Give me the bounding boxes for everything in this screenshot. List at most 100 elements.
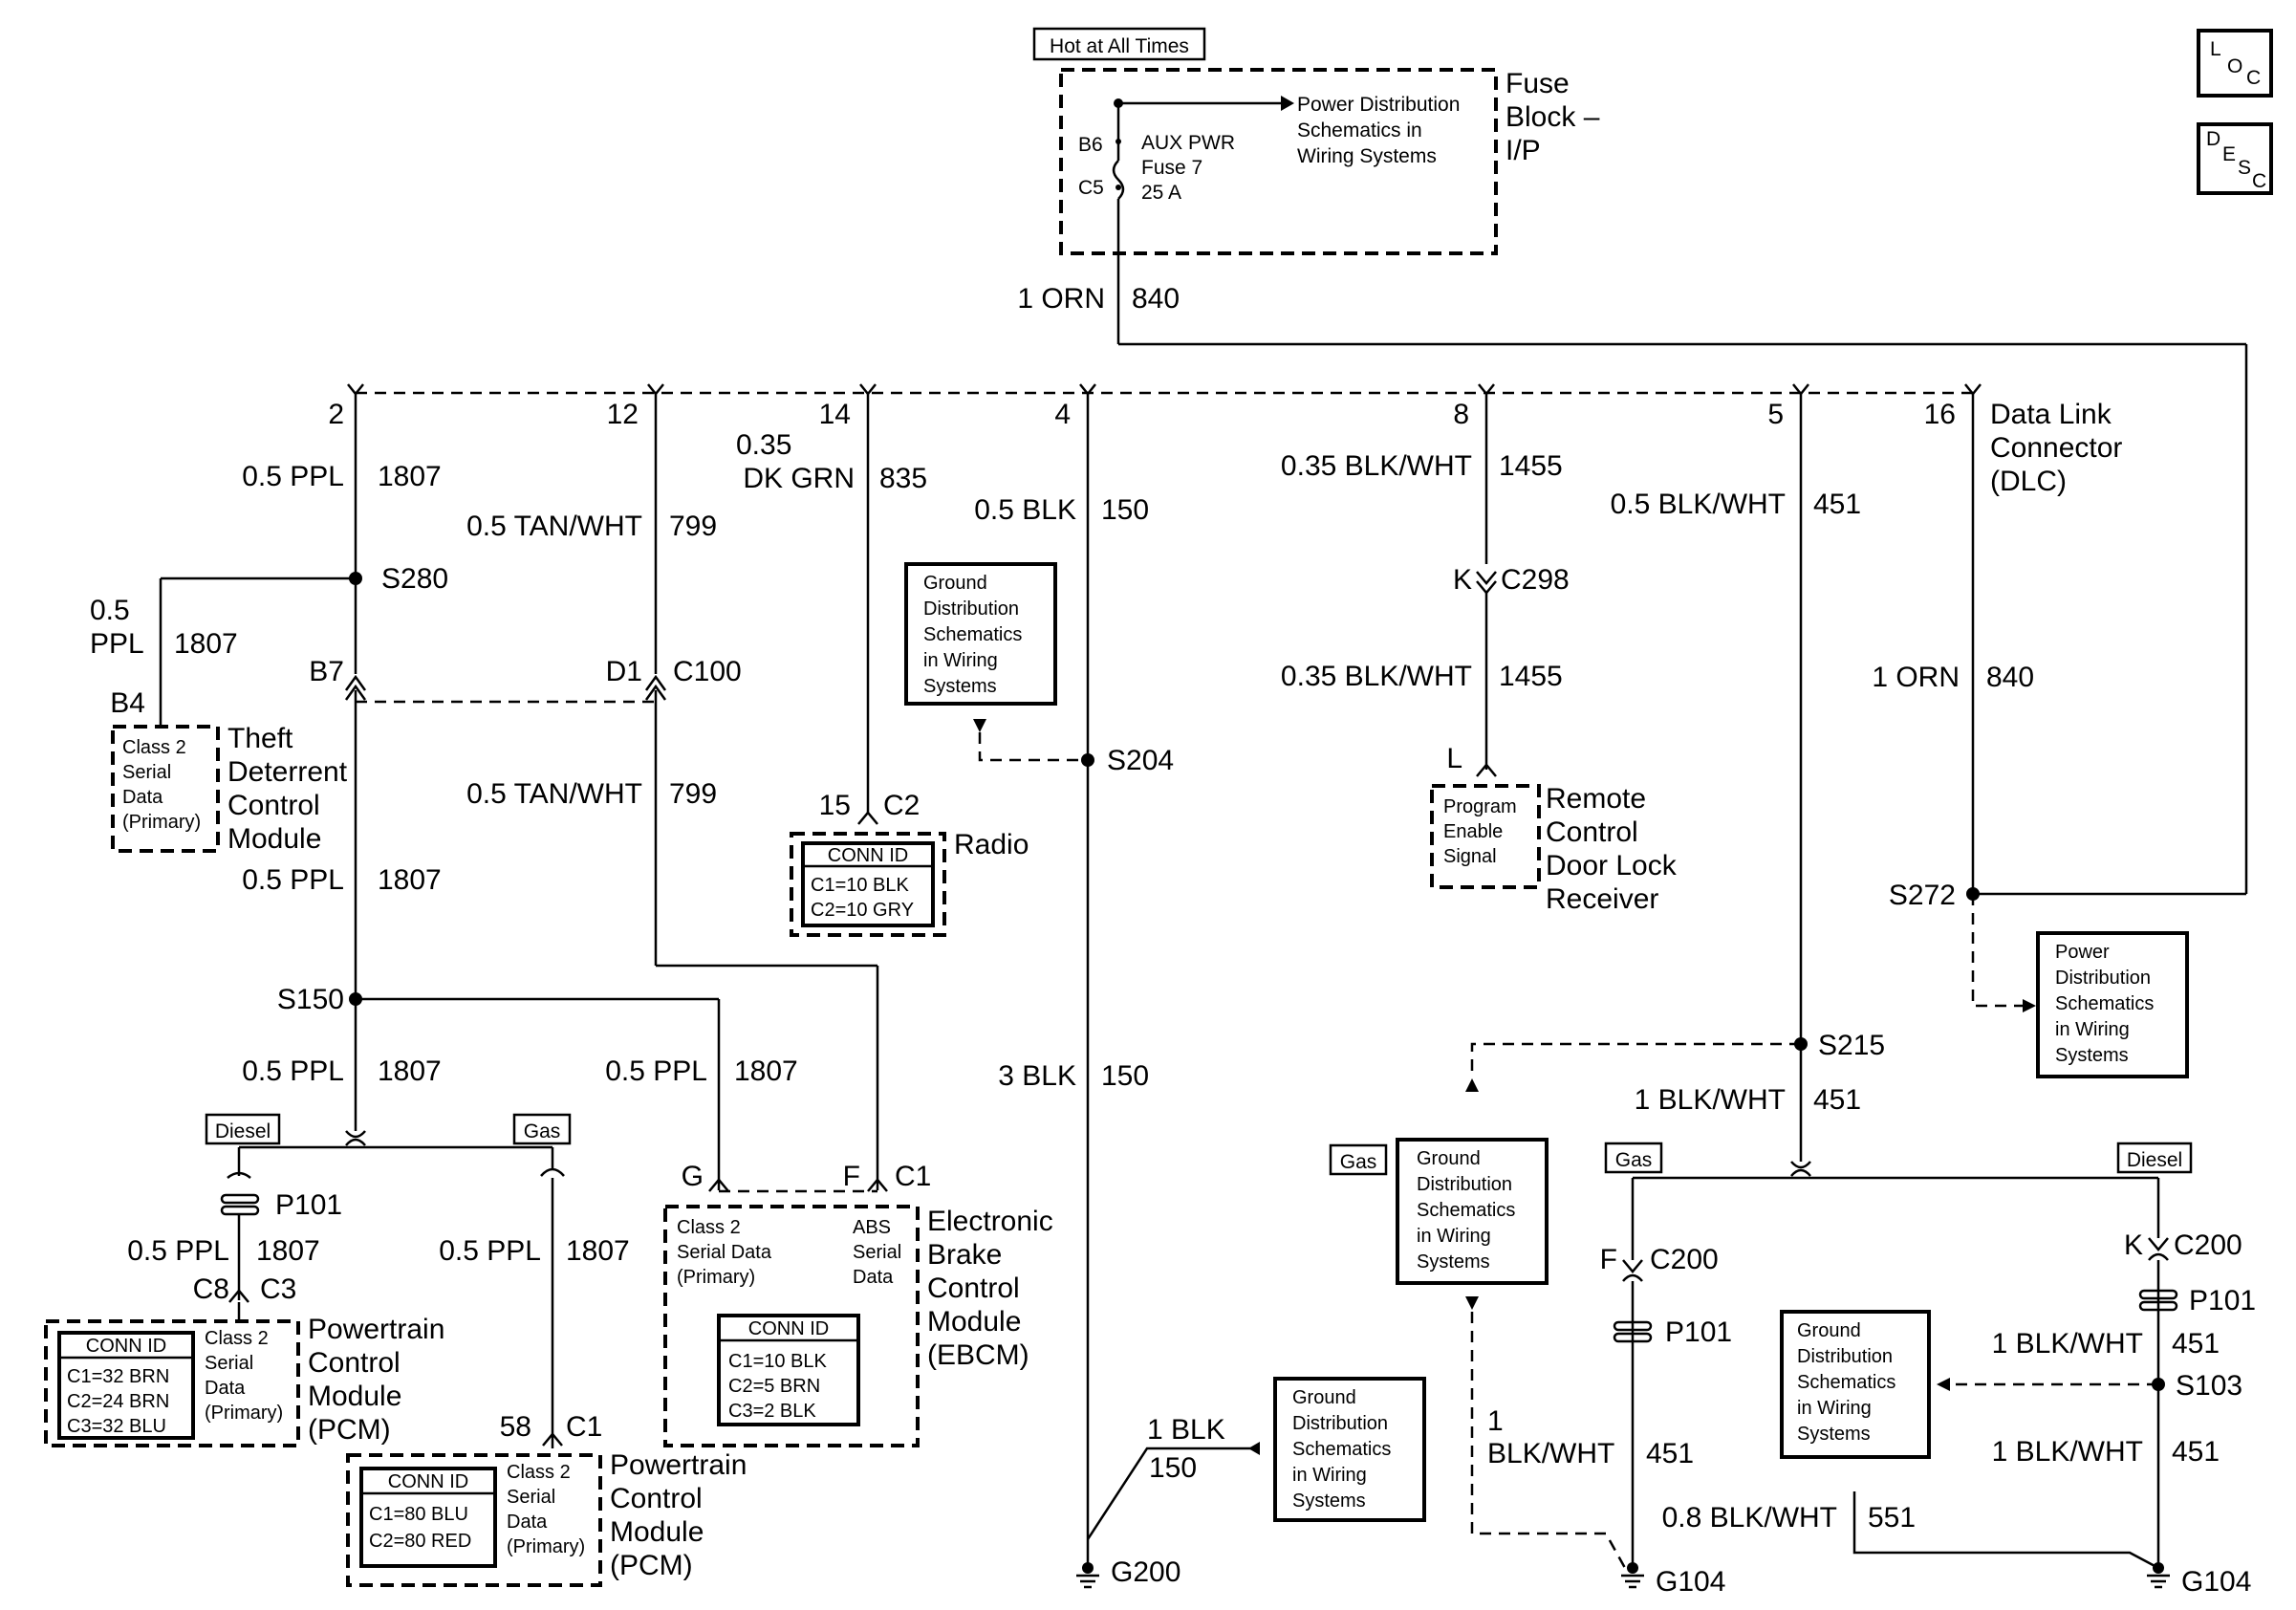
svg-text:0.5: 0.5 <box>90 595 130 626</box>
svg-text:1455: 1455 <box>1499 450 1563 482</box>
s103-label: S103 <box>2176 1370 2242 1402</box>
fuse-symbol <box>1112 160 1125 200</box>
c100-label: C100 <box>673 656 742 687</box>
ground-dist-ref-s204 <box>904 562 1057 706</box>
theft-class2-label: Class 2 Serial Data (Primary) <box>122 737 201 833</box>
svg-text:CONN ID: CONN ID <box>86 1336 166 1357</box>
svg-text:P101: P101 <box>2189 1285 2256 1316</box>
g200-label: G200 <box>1111 1556 1180 1588</box>
svg-text:1807: 1807 <box>174 628 238 660</box>
c298-label: C298 <box>1501 564 1570 596</box>
svg-text:C1: C1 <box>566 1411 602 1443</box>
svg-text:CONN ID: CONN ID <box>828 845 908 866</box>
svg-text:0.5 PPL: 0.5 PPL <box>242 1055 344 1087</box>
svg-text:150: 150 <box>1101 1060 1149 1092</box>
svg-text:B7: B7 <box>309 656 344 687</box>
s215-label: S215 <box>1818 1030 1885 1061</box>
p101-connector-left <box>220 1193 260 1205</box>
diesel-tag-left <box>205 1113 281 1145</box>
svg-text:C3=2 BLK: C3=2 BLK <box>728 1401 816 1422</box>
svg-text:C: C <box>2246 67 2261 89</box>
svg-text:1807: 1807 <box>256 1235 320 1267</box>
svg-text:L: L <box>1446 743 1462 774</box>
gas-tag-left <box>512 1113 572 1145</box>
diesel-tag-right <box>2116 1142 2193 1174</box>
c5-label: C5 <box>1078 177 1104 199</box>
ebcm-label: Electronic Brake Control Module (EBCM) <box>927 1206 1061 1371</box>
power-dist-ref-s272 <box>2036 931 2189 1078</box>
svg-text:150: 150 <box>1149 1452 1197 1484</box>
svg-text:451: 451 <box>1646 1438 1694 1469</box>
svg-text:1807: 1807 <box>378 461 442 492</box>
svg-text:DK GRN: DK GRN <box>743 463 855 494</box>
svg-text:835: 835 <box>879 463 927 494</box>
svg-text:Gas: Gas <box>1340 1151 1377 1173</box>
b6-label: B6 <box>1078 134 1103 156</box>
svg-text:1 BLK/WHT: 1 BLK/WHT <box>1635 1084 1786 1116</box>
dlc-label: Data Link Connector (DLC) <box>1990 399 2131 497</box>
svg-text:C2: C2 <box>883 790 920 821</box>
svg-text:C2=80 RED: C2=80 RED <box>369 1531 471 1552</box>
svg-text:0.5 BLK/WHT: 0.5 BLK/WHT <box>1611 489 1786 520</box>
svg-text:451: 451 <box>2172 1328 2220 1360</box>
svg-text:C2=5 BRN: C2=5 BRN <box>728 1376 820 1397</box>
svg-text:C200: C200 <box>2174 1229 2242 1261</box>
svg-text:Ground Distribution Sc: Ground Distribution Schematics in Wiring… <box>1797 1320 1901 1445</box>
svg-text:1 BLK/WHT: 1 BLK/WHT <box>1992 1436 2143 1468</box>
ebcm-conn-id-box <box>717 1314 860 1426</box>
b4-label: B4 <box>110 687 145 719</box>
svg-text:Diesel: Diesel <box>215 1120 271 1142</box>
svg-text:0.5 PPL: 0.5 PPL <box>242 461 344 492</box>
svg-text:Class 2 Serial Data: Class 2 Serial Data (Primary) <box>507 1462 585 1557</box>
desc-logo <box>2197 122 2273 195</box>
dlc-pin-16: 16 <box>1924 399 1956 430</box>
dlc-pin-4: 4 <box>1054 399 1071 430</box>
svg-text:C1=80 BLU: C1=80 BLU <box>369 1504 468 1525</box>
ground-dist-ref-g200 <box>1273 1377 1426 1522</box>
dlc-pin-8: 8 <box>1453 399 1469 430</box>
gas-tag-right <box>1604 1142 1663 1174</box>
svg-text:58: 58 <box>500 1411 531 1443</box>
svg-text:Class 2 Serial Data (P: Class 2 Serial Data (Primary) <box>677 1217 777 1288</box>
svg-text:C1: C1 <box>895 1161 931 1192</box>
svg-text:C8: C8 <box>193 1273 229 1305</box>
c100-b7-connector <box>344 674 367 701</box>
svg-text:C1=10 BLK: C1=10 BLK <box>728 1351 828 1372</box>
svg-text:Class 2 Serial Data: Class 2 Serial Data (Primary) <box>205 1328 283 1424</box>
g104-label-left: G104 <box>1656 1566 1725 1598</box>
gas-tag-mid <box>1329 1143 1388 1176</box>
dlc-pin-12: 12 <box>607 399 639 430</box>
svg-text:0.5 PPL: 0.5 PPL <box>439 1235 541 1267</box>
dlc-pin-5: 5 <box>1767 399 1784 430</box>
pcm-diesel-label: Powertrain Control Module (PCM) <box>308 1314 453 1446</box>
svg-text:150: 150 <box>1101 494 1149 526</box>
ground-dist-ref-s103 <box>1780 1310 1931 1459</box>
svg-text:CONN ID: CONN ID <box>748 1318 829 1339</box>
c298-connector <box>1476 571 1497 595</box>
ground-dist-ref-s215 <box>1396 1138 1549 1285</box>
svg-text:0.5 BLK: 0.5 BLK <box>974 494 1076 526</box>
s280-label: S280 <box>381 563 448 595</box>
hot-at-all-times-box <box>1032 27 1206 61</box>
svg-text:799: 799 <box>669 778 717 810</box>
svg-text:1 BLK: 1 BLK <box>1147 1414 1225 1446</box>
svg-text:451: 451 <box>1813 1084 1861 1116</box>
svg-text:C: C <box>2252 170 2266 192</box>
svg-text:799: 799 <box>669 511 717 542</box>
svg-text:K: K <box>2124 1229 2143 1261</box>
svg-text:Ground Distribution Sc: Ground Distribution Schematics in Wiring… <box>923 573 1028 697</box>
svg-text:Program Enable Signal: Program Enable Signal <box>1443 796 1522 867</box>
svg-text:451: 451 <box>1813 489 1861 520</box>
svg-text:Ground Distribution Sc: Ground Distribution Schematics in Wiring… <box>1417 1148 1521 1273</box>
svg-text:1 ORN: 1 ORN <box>1872 662 1960 693</box>
svg-text:1: 1 <box>1487 1405 1504 1437</box>
radio-label: Radio <box>954 829 1029 860</box>
svg-text:551: 551 <box>1868 1502 1916 1534</box>
svg-text:0.35 BLK/WHT: 0.35 BLK/WHT <box>1281 661 1472 692</box>
svg-text:ABS Serial Data: ABS Serial Data <box>853 1217 907 1288</box>
svg-text:L: L <box>2210 38 2221 60</box>
pcm-gas-label: Powertrain Control Module (PCM) <box>610 1449 755 1581</box>
svg-text:C1=32 BRN: C1=32 BRN <box>67 1366 169 1387</box>
rcdl-receiver-box <box>1430 784 1541 889</box>
